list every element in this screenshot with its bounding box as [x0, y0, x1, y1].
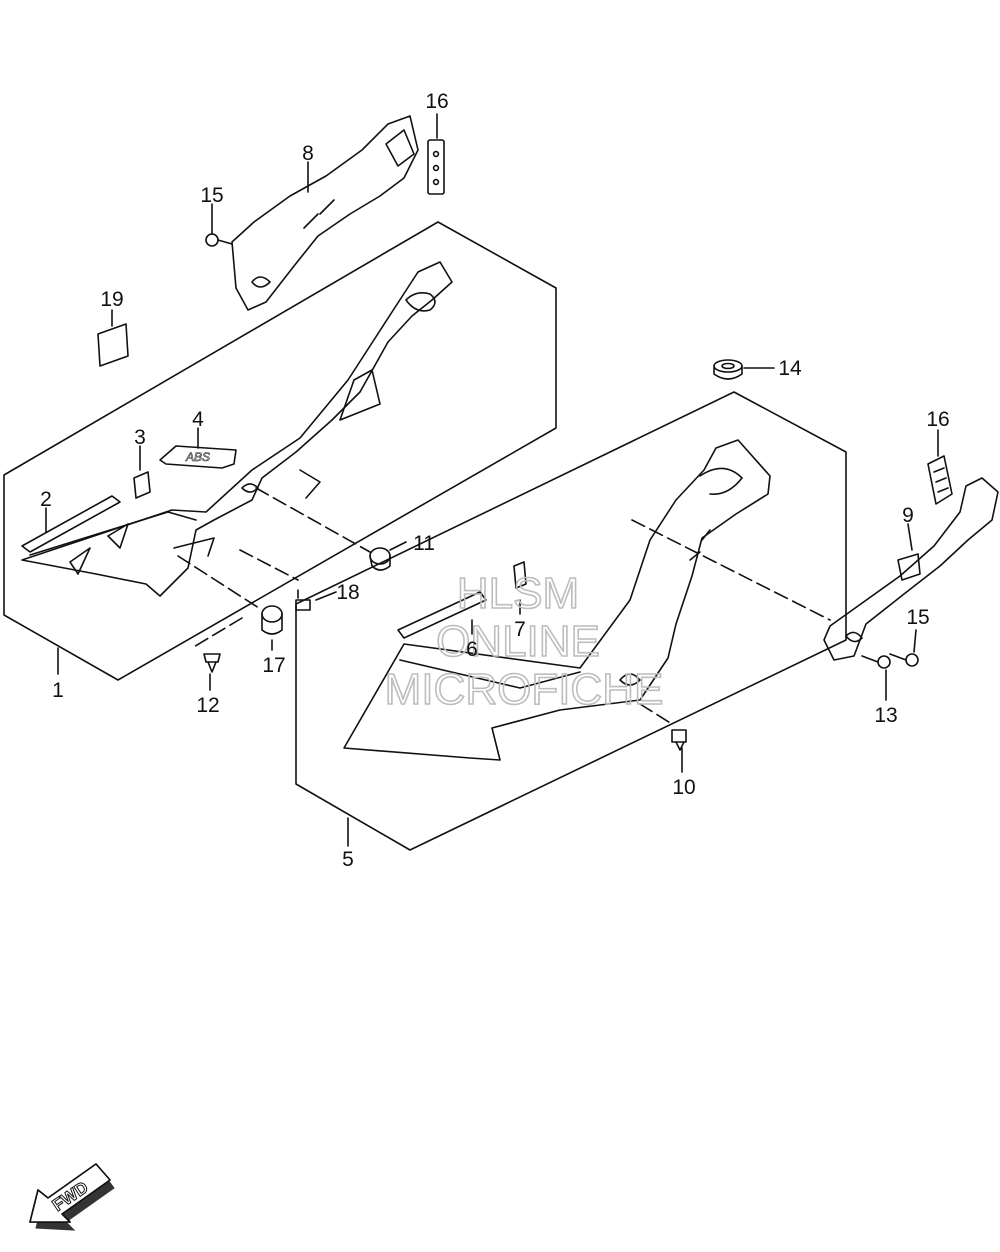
part-11-grommet — [369, 547, 391, 571]
part-18-bolt — [295, 589, 311, 611]
callout-labels: 1 2 3 4 5 6 7 8 9 10 11 12 13 14 15 15 1… — [40, 90, 950, 871]
part-17-grommet — [261, 605, 283, 635]
part-15-screw-left — [205, 233, 233, 247]
part-3-pad — [133, 471, 151, 499]
part-8-bracket — [231, 115, 419, 311]
watermark-line-2: ONLINE — [436, 617, 600, 666]
guide-lines — [177, 487, 831, 725]
part-19-pad — [97, 323, 129, 367]
callout-label: 16 — [425, 90, 448, 113]
callout-label: 14 — [778, 357, 802, 380]
callout-label: 16 — [926, 408, 949, 431]
part-15-screw-right — [889, 653, 919, 667]
part-9-bracket — [823, 477, 999, 661]
part-4-abs-emblem: ABS — [159, 445, 237, 469]
callout-label: 8 — [302, 142, 314, 165]
callout-label: 1 — [52, 679, 64, 702]
callout-label: 12 — [196, 694, 219, 717]
watermark: HLSM ONLINE MICROFICHE — [384, 568, 664, 715]
callout-label: 6 — [466, 638, 478, 661]
watermark-line-1: HLSM — [457, 569, 579, 618]
callout-label: 9 — [902, 504, 914, 527]
left-frame-cover — [21, 261, 453, 597]
callout-label: 19 — [100, 288, 123, 311]
assembly-outline-left — [3, 221, 557, 681]
part-13-screw — [861, 655, 891, 669]
part-16-plate-top — [427, 139, 445, 195]
right-side-cover — [343, 439, 771, 761]
part-14-grommet — [713, 359, 743, 380]
callout-label: 5 — [342, 848, 354, 871]
callout-label: 4 — [192, 408, 204, 431]
callout-label: 15 — [200, 184, 223, 207]
callout-label: 13 — [874, 704, 897, 727]
leader-lines — [45, 113, 939, 847]
callout-label: 11 — [413, 532, 435, 555]
part-7-pad — [513, 561, 527, 589]
callout-label: 10 — [672, 776, 695, 799]
callout-label: 17 — [262, 654, 285, 677]
callout-label: 15 — [906, 606, 929, 629]
callout-label: 18 — [336, 581, 359, 604]
part-16-plate-right — [927, 455, 953, 505]
callout-label: 3 — [134, 426, 146, 449]
part-2-strip — [21, 495, 121, 553]
watermark-line-3: MICROFICHE — [385, 665, 664, 714]
callout-label: 2 — [40, 488, 52, 511]
callout-label: 7 — [514, 618, 526, 641]
assembly-outline-right — [295, 391, 847, 851]
part-6-strip — [397, 591, 487, 639]
part-12-clip — [203, 653, 221, 673]
part-10-screw — [671, 729, 687, 751]
emblem-text: ABS — [185, 450, 210, 464]
fwd-direction-arrow: FWD — [29, 1163, 115, 1231]
